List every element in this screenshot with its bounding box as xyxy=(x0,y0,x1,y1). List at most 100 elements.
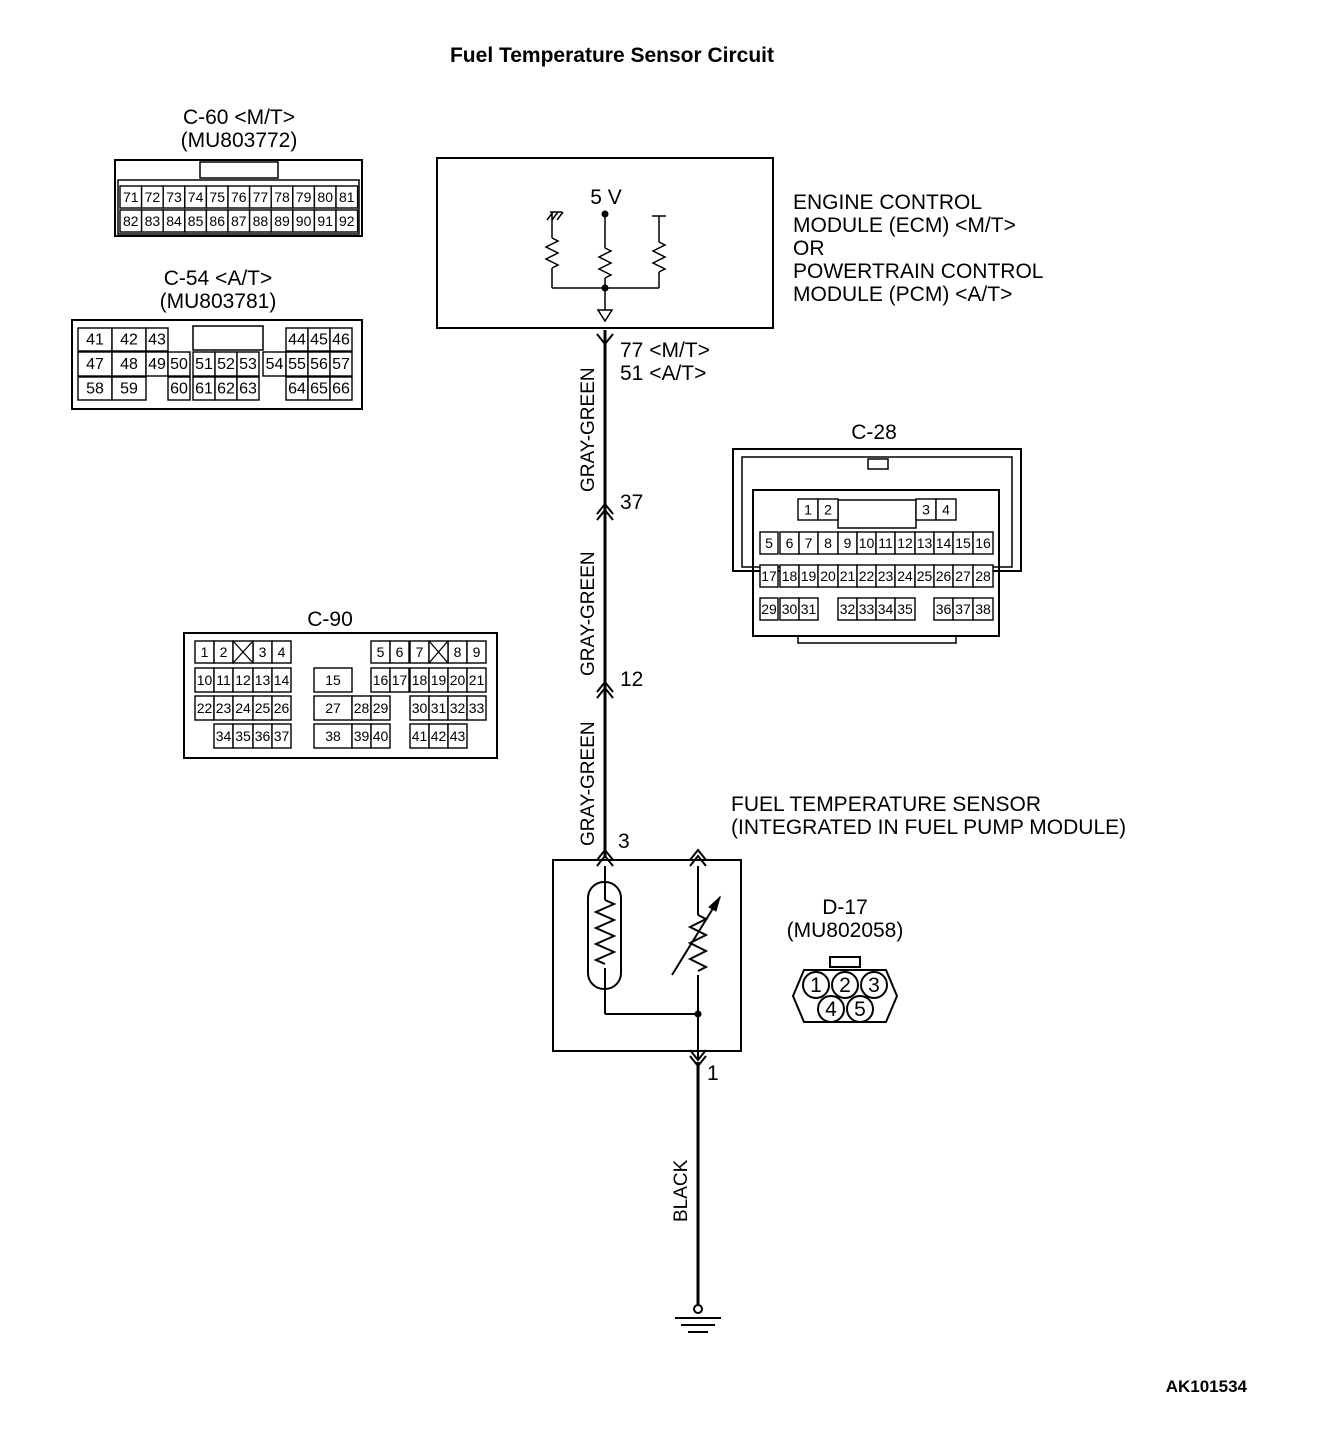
pin-number: 84 xyxy=(166,213,182,229)
pin-number: 81 xyxy=(339,189,355,205)
pin-number: 51 xyxy=(195,356,213,373)
pin-number: 13 xyxy=(255,672,271,688)
connector-pin: 50 xyxy=(167,351,191,377)
connector-pin: 85 xyxy=(184,209,208,233)
pin-number: 36 xyxy=(936,601,952,617)
pin-number: 26 xyxy=(274,700,290,716)
connector-pin: 84 xyxy=(162,209,186,233)
ecm-box xyxy=(436,157,774,329)
connector-pin: 60 xyxy=(167,376,191,401)
pin-number: 43 xyxy=(450,728,466,744)
pin-number: 2 xyxy=(220,644,228,660)
connector-pin: 92 xyxy=(335,209,359,233)
connector-pin: 44 xyxy=(285,327,309,352)
pin-number: 8 xyxy=(454,644,462,660)
pin-number: 60 xyxy=(170,381,188,398)
pin-number: 88 xyxy=(253,213,269,229)
ecm-label-line-5: MODULE (PCM) <A/T> xyxy=(793,283,1012,306)
pin-number: 17 xyxy=(392,672,408,688)
connector-pin: 10 xyxy=(856,531,877,555)
pin-number: 92 xyxy=(339,213,355,229)
connector-pin: 55 xyxy=(285,351,309,377)
pin-number: 39 xyxy=(354,728,370,744)
pin-number: 3 xyxy=(259,644,267,660)
connector-pin: 15 xyxy=(313,667,353,693)
connector-pin: 2 xyxy=(817,498,839,521)
connector-pin: 78 xyxy=(270,185,294,209)
connector-pin: 32 xyxy=(837,597,858,621)
pin-number: 4 xyxy=(825,998,837,1021)
sensor-ground-pin: 1 xyxy=(707,1062,719,1085)
pin-number: 12 xyxy=(897,535,913,551)
connector-pin: 3 xyxy=(252,640,273,664)
connector-pin: 5 xyxy=(759,531,779,555)
pin-number: 27 xyxy=(325,700,341,716)
pin-number: 56 xyxy=(310,356,328,373)
connector-pin: 37 xyxy=(952,597,974,621)
connector-pin: 25 xyxy=(914,564,935,588)
pin-number: 46 xyxy=(332,332,350,349)
pin-number: 16 xyxy=(975,535,991,551)
pin-number: 19 xyxy=(801,568,817,584)
connector-pin: 27 xyxy=(952,564,974,588)
pin-number: 26 xyxy=(936,568,952,584)
junction-pin-12: 12 xyxy=(620,668,643,691)
pin-number: 66 xyxy=(332,381,350,398)
pin-number: 91 xyxy=(317,213,333,229)
pin-number: 18 xyxy=(412,672,428,688)
connector-pin: 15 xyxy=(952,531,974,555)
connector-pin: 16 xyxy=(370,667,391,693)
ground-wire-color: BLACK xyxy=(671,1159,692,1222)
pin-number: 31 xyxy=(801,601,817,617)
connector-pin: 24 xyxy=(894,564,916,588)
connector-pin: 22 xyxy=(194,695,215,721)
connector-pin: 32 xyxy=(447,695,468,721)
pin-number: 7 xyxy=(805,535,813,551)
pin-number: 36 xyxy=(255,728,271,744)
ecm-label-line-3: OR xyxy=(793,237,825,260)
diagram-title: Fuel Temperature Sensor Circuit xyxy=(450,44,774,67)
pin-number: 20 xyxy=(820,568,836,584)
connector-pin: 34 xyxy=(213,723,234,749)
pin-number: 30 xyxy=(412,700,428,716)
blank-pin-cross xyxy=(232,640,254,664)
connector-pin: 86 xyxy=(205,209,229,233)
connector-pin: 36 xyxy=(252,723,273,749)
pin-number: 49 xyxy=(148,356,166,373)
pin-number: 23 xyxy=(216,700,232,716)
connector-pin: 54 xyxy=(262,351,287,377)
pin-number: 10 xyxy=(197,672,213,688)
d17-name: D-17 xyxy=(822,896,868,919)
connector-pin: 21 xyxy=(837,564,858,588)
pin-number: 40 xyxy=(373,728,389,744)
connector-pin: 18 xyxy=(779,564,800,588)
pin-number: 1 xyxy=(201,644,209,660)
c60-name: C-60 <M/T> xyxy=(183,106,295,129)
pin-number: 4 xyxy=(278,644,286,660)
pin-number: 24 xyxy=(897,568,913,584)
pin-number: 8 xyxy=(824,535,832,551)
connector-pin: 20 xyxy=(817,564,839,588)
pin-number: 29 xyxy=(373,700,389,716)
connector-pin: 71 xyxy=(119,185,143,209)
connector-pin: 7 xyxy=(798,531,819,555)
pin-number: 21 xyxy=(469,672,485,688)
sensor-label-line-2: (INTEGRATED IN FUEL PUMP MODULE) xyxy=(731,816,1126,839)
connector-pin: 25 xyxy=(252,695,273,721)
connector-pin: 33 xyxy=(856,597,877,621)
connector-pin: 8 xyxy=(447,640,468,664)
pin-number: 5 xyxy=(765,535,773,551)
connector-pin: 23 xyxy=(875,564,896,588)
pin-number: 15 xyxy=(955,535,971,551)
connector-pin: 24 xyxy=(232,695,254,721)
pin-number: 54 xyxy=(266,356,284,373)
connector-pin: 9 xyxy=(466,640,487,664)
connector-pin: 1 xyxy=(802,971,830,999)
connector-pin: 53 xyxy=(236,351,260,377)
pin-number: 87 xyxy=(231,213,247,229)
pin-number: 86 xyxy=(209,213,225,229)
connector-pin: 42 xyxy=(111,327,147,352)
connector-pin: 14 xyxy=(271,667,292,693)
connector-pin: 38 xyxy=(972,597,994,621)
